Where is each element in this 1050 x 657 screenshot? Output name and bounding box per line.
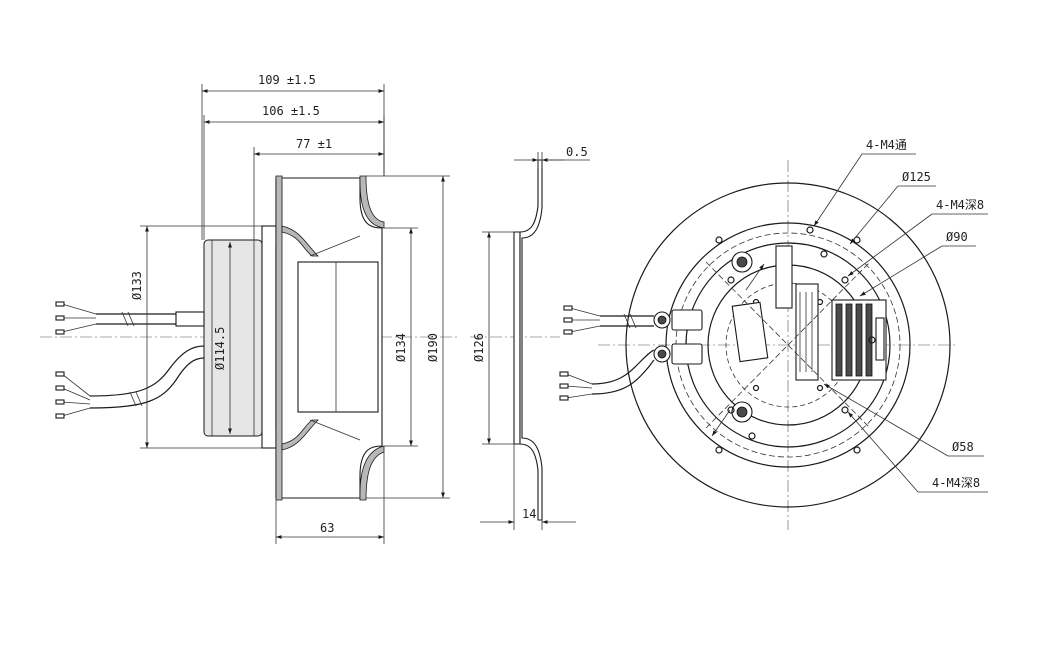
ring-view: 0.5 Ø126 14 — [470, 145, 590, 530]
dim-ring-dia: Ø126 — [472, 231, 514, 445]
callout-tapped-upper-label: 4-M4深8 — [936, 198, 984, 212]
callout-pcd-125-label: Ø125 — [902, 170, 931, 184]
tapped-holes — [727, 250, 849, 440]
thru-holes — [715, 226, 861, 454]
dim-bottom-length-label: 63 — [320, 521, 334, 535]
dim-impeller-length: 77 ±1 — [253, 137, 385, 240]
dim-thickness-label: 0.5 — [566, 145, 588, 159]
outer-impeller-circle — [625, 182, 951, 508]
dim-motor-dia-label: Ø133 — [130, 271, 144, 300]
callout-thru-holes-label: 4-M4通 — [866, 138, 907, 152]
dim-overall-length-label: 109 ±1.5 — [258, 73, 316, 87]
dim-impeller-length-label: 77 ±1 — [296, 137, 332, 151]
dim-hub-dia: Ø114.5 — [213, 242, 232, 434]
dim-body-length-label: 106 ±1.5 — [262, 104, 320, 118]
callout-thru-holes: 4-M4通 — [813, 138, 916, 227]
dim-thickness: 0.5 — [514, 145, 590, 168]
cables — [55, 301, 205, 419]
callout-pcd-90-label: Ø90 — [946, 230, 968, 244]
dim-depth-label: 14 — [522, 507, 536, 521]
dim-impeller-dia-label: Ø190 — [426, 333, 440, 362]
dim-inlet-dia: Ø134 — [384, 227, 418, 447]
dim-bottom-length: 63 — [275, 452, 385, 544]
top-slot — [775, 245, 793, 309]
side-view: 109 ±1.5 106 ±1.5 77 ±1 Ø133 Ø114.5 — [40, 73, 458, 544]
dim-inlet-dia-label: Ø134 — [394, 333, 408, 362]
label-plate — [731, 283, 819, 381]
dim-impeller-dia: Ø190 — [366, 175, 450, 499]
callout-tapped-lower: 4-M4深8 — [847, 411, 988, 493]
motor-flange-circle — [665, 222, 911, 468]
dim-body-length: 106 ±1.5 — [203, 104, 385, 240]
callout-pcd-58: Ø58 — [823, 383, 984, 457]
heat-sink — [831, 299, 887, 381]
callout-pcd-125: Ø125 — [849, 170, 936, 245]
impeller — [275, 175, 385, 501]
front-view: 4-M4通 Ø125 4-M4深8 Ø90 Ø58 — [559, 138, 988, 530]
dim-motor-dia: Ø133 — [130, 225, 262, 449]
callout-tapped-upper: 4-M4深8 — [847, 198, 988, 277]
mounting-bosses — [731, 251, 753, 423]
callout-pcd-58-label: Ø58 — [952, 440, 974, 454]
callout-pcd-90: Ø90 — [859, 230, 976, 297]
front-cables — [559, 305, 703, 401]
callout-tapped-lower-label: 4-M4深8 — [932, 476, 980, 490]
dim-depth: 14 — [480, 444, 576, 530]
dim-hub-dia-label: Ø114.5 — [213, 327, 227, 370]
dim-ring-dia-label: Ø126 — [472, 333, 486, 362]
